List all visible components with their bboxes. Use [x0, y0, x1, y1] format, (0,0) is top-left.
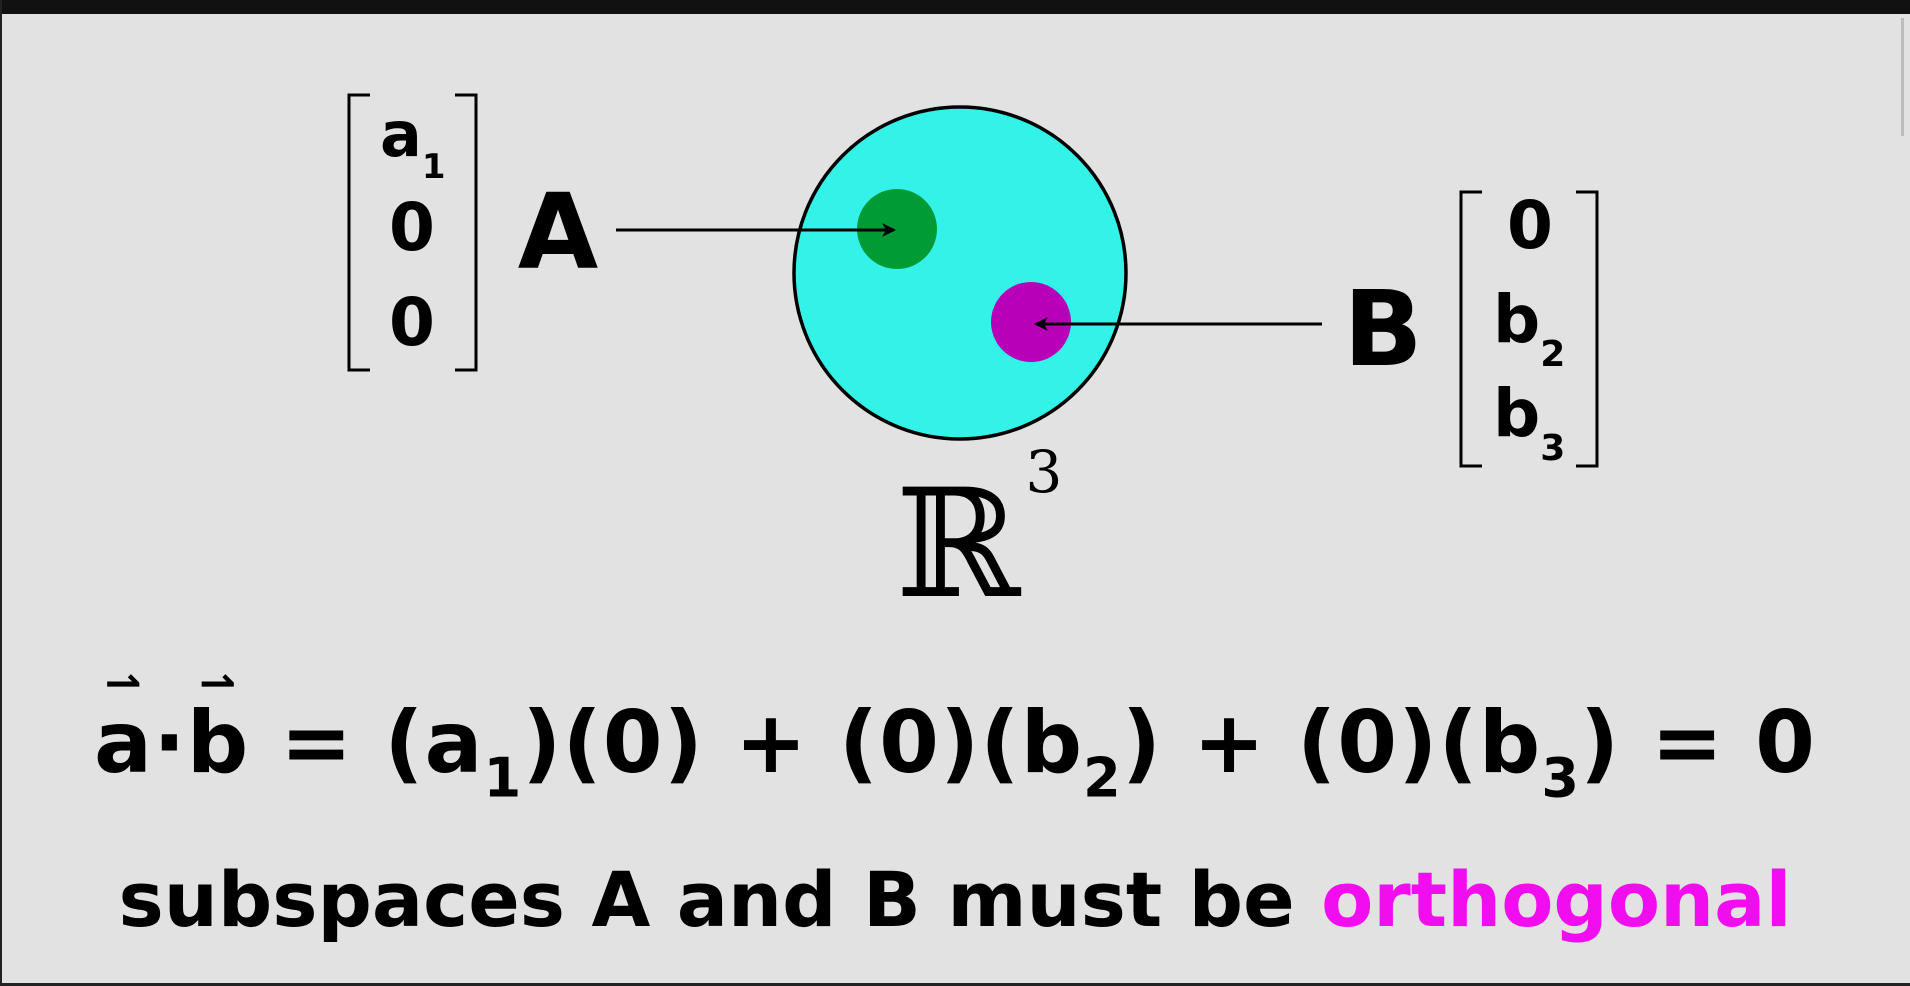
dot-product-formula: ⇀a·⇀b = (a1)(0) + (0)(b2) + (0)(b3) = 0 — [94, 658, 1816, 810]
vector-arrow-icon: ⇀ — [199, 658, 237, 709]
vector-a-right-bracket — [455, 93, 478, 372]
vector-arrow-icon: ⇀ — [104, 658, 143, 709]
vector-b-entry-2: b2 — [1493, 281, 1565, 375]
vector-a-symbol: ⇀a — [94, 658, 154, 794]
vector-a-entry-2: 0 — [389, 189, 435, 266]
space-exponent: 3 — [1026, 438, 1063, 506]
vector-a-entry-1: a1 — [380, 98, 446, 187]
subspace-diagram: a1 0 0 A B 0 b2 b3 ℝ 3 — [347, 93, 1599, 632]
vector-b: 0 b2 b3 — [1459, 187, 1599, 469]
vector-a-left-bracket — [347, 93, 370, 372]
vector-b-entry-3: b3 — [1493, 375, 1565, 469]
left-border — [0, 0, 2, 986]
vector-a: a1 0 0 — [347, 93, 478, 372]
space-r3-circle — [792, 105, 1128, 441]
scroll-indicator — [1901, 18, 1904, 136]
subspace-a-dot — [857, 189, 937, 269]
dot-operator: · — [153, 693, 187, 793]
conclusion-highlight: orthogonal — [1321, 855, 1792, 944]
vector-a-entry-3: 0 — [389, 284, 435, 361]
conclusion-statement: subspaces A and B must be orthogonal — [0, 852, 1910, 948]
subspace-b-label: B — [1343, 268, 1422, 390]
vector-b-entry-1: 0 — [1507, 187, 1553, 264]
vector-b-symbol: ⇀b — [186, 658, 250, 794]
conclusion-text: subspaces A and B must be — [118, 855, 1322, 944]
bottom-border — [0, 983, 1910, 986]
subspace-b-dot — [991, 282, 1071, 362]
vector-b-left-bracket — [1459, 190, 1482, 468]
vector-b-right-bracket — [1576, 190, 1599, 468]
top-border — [0, 0, 1910, 14]
subspace-a-label: A — [518, 171, 599, 293]
space-label: ℝ — [896, 458, 1022, 632]
